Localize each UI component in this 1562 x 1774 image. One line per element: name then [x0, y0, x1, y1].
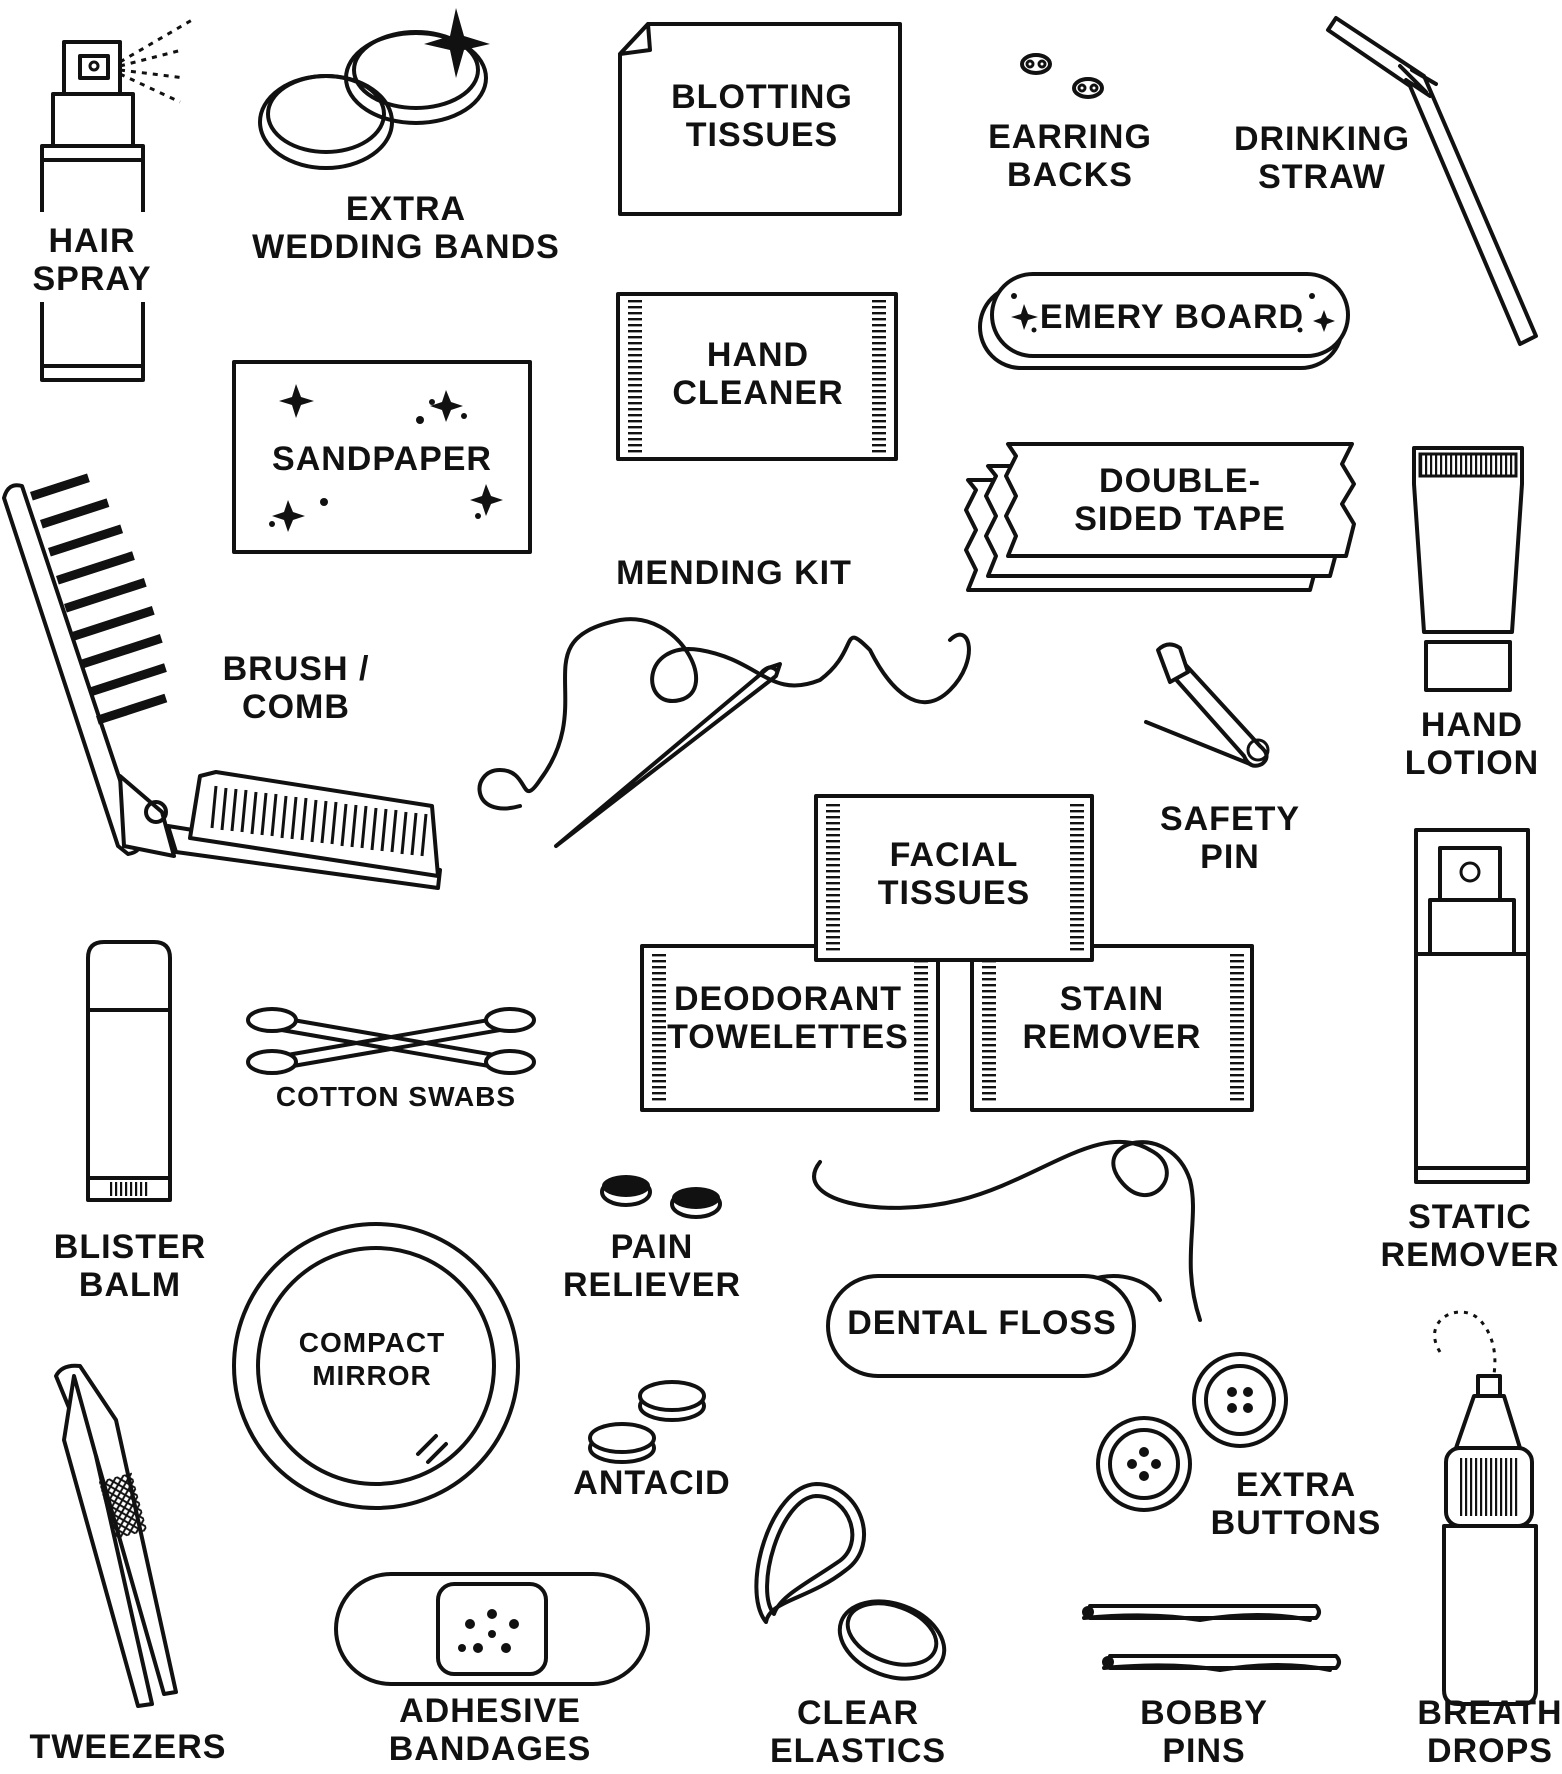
- packet-group: [640, 794, 1254, 1112]
- tape-icon: [964, 442, 1356, 592]
- label-sandpaper: SANDPAPER: [272, 440, 492, 478]
- label-hand-cleaner: HAND CLEANER: [672, 336, 844, 412]
- elastics-icon: [754, 1482, 947, 1681]
- label-facial-tissues: FACIAL TISSUES: [877, 836, 1031, 912]
- label-pain-reliever: PAIN RELIEVER: [562, 1228, 742, 1304]
- brush-comb-icon: [2, 473, 442, 890]
- earring-backs-icon: [1020, 53, 1104, 99]
- label-static-remover: STATIC REMOVER: [1380, 1198, 1560, 1274]
- label-bobby-pins: BOBBY PINS: [1140, 1694, 1268, 1770]
- label-mending-kit: MENDING KIT: [616, 554, 852, 592]
- label-compact-mirror: COMPACT MIRROR: [298, 1327, 446, 1391]
- label-dental-floss: DENTAL FLOSS: [847, 1304, 1117, 1342]
- spray-can-icon: [1414, 828, 1530, 1184]
- lotion-tube-icon: [1412, 446, 1524, 692]
- label-emery-board: EMERY BOARD: [1039, 298, 1305, 336]
- bobby-pins-icon: [1082, 1604, 1341, 1672]
- spray-bottle-icon: [30, 18, 193, 382]
- cotton-swabs-icon: [246, 1007, 536, 1075]
- floss-icon: [812, 1139, 1202, 1378]
- label-blister-balm: BLISTER BALM: [53, 1228, 207, 1304]
- pills-icon: [600, 1175, 722, 1219]
- label-hair-spray: HAIR SPRAY: [32, 222, 152, 298]
- label-double-sided-tape: DOUBLE- SIDED TAPE: [1074, 462, 1286, 538]
- mirror-icon: [232, 1222, 520, 1510]
- label-hand-lotion: HAND LOTION: [1404, 706, 1540, 782]
- rings-icon: [258, 8, 490, 170]
- tweezers-icon: [54, 1363, 178, 1708]
- safety-pin-icon: [1144, 642, 1270, 768]
- emery-board-icon: [978, 272, 1350, 370]
- sandpaper-icon: [232, 360, 532, 554]
- balm-stick-icon: [86, 940, 172, 1202]
- label-earring-backs: EARRING BACKS: [988, 118, 1152, 194]
- tissue-sheet-icon: [618, 22, 902, 216]
- label-antacid: ANTACID: [573, 1464, 731, 1502]
- needle-thread-icon: [477, 617, 971, 848]
- bandage-icon: [334, 1572, 650, 1686]
- label-extra-buttons: EXTRA BUTTONS: [1210, 1466, 1382, 1542]
- label-extra-wedding-bands: EXTRA WEDDING BANDS: [252, 190, 560, 266]
- label-stain-remover: STAIN REMOVER: [1022, 980, 1202, 1056]
- buttons-icon: [1096, 1352, 1288, 1512]
- label-adhesive-bandages: ADHESIVE BANDAGES: [388, 1692, 592, 1768]
- label-drinking-straw: DRINKING STRAW: [1233, 120, 1411, 196]
- label-blotting-tissues: BLOTTING TISSUES: [671, 78, 853, 154]
- dropper-bottle-icon: [1433, 1310, 1538, 1706]
- label-breath-drops: BREATH DROPS: [1417, 1694, 1562, 1770]
- tablets-icon: [588, 1380, 706, 1464]
- label-tweezers: TWEEZERS: [29, 1728, 227, 1766]
- label-deodorant-towelettes: DEODORANT TOWELETTES: [667, 980, 909, 1056]
- packet-icon: [616, 292, 898, 461]
- label-safety-pin: SAFETY PIN: [1159, 800, 1301, 876]
- label-clear-elastics: CLEAR ELASTICS: [769, 1694, 947, 1770]
- straw-icon: [1326, 16, 1538, 346]
- label-brush-comb: BRUSH / COMB: [222, 650, 370, 726]
- label-cotton-swabs: COTTON SWABS: [275, 1081, 517, 1112]
